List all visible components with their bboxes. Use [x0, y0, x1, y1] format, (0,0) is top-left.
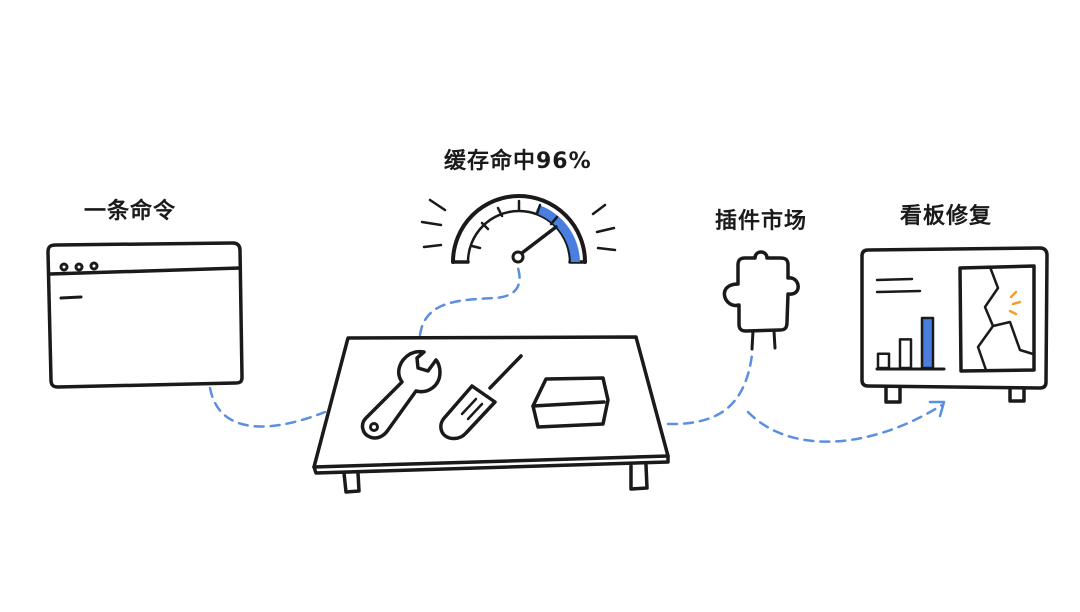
dashboard-monitor-icon — [860, 246, 1049, 404]
plugin-icon — [722, 250, 800, 351]
dashboard-bar-chart — [876, 316, 935, 370]
connector-terminal-to-bench — [208, 386, 327, 428]
label-command: 一条命令 — [84, 199, 177, 224]
connectors — [208, 266, 946, 443]
screwdriver-icon — [439, 354, 523, 441]
label-dashboard-fix: 看板修复 — [900, 204, 993, 229]
label-cache-hit: 缓存命中96% — [444, 149, 592, 174]
label-plugin-market: 插件市场 — [715, 209, 808, 234]
gauge-fill — [535, 205, 580, 262]
dashboard-bar — [898, 338, 913, 370]
wrench-icon — [360, 349, 442, 440]
connector-gauge-to-bench — [418, 266, 521, 337]
dashboard-bar — [920, 316, 935, 370]
gauge-sparkle-lines — [420, 198, 617, 252]
terminal-window-icon — [46, 241, 244, 389]
gauge-needle — [516, 225, 558, 258]
screen-crack — [976, 265, 1035, 372]
dashboard-bar — [876, 352, 891, 370]
block-icon — [531, 376, 610, 429]
workbench-table — [312, 335, 670, 494]
connector-bench-to-dashboard — [746, 403, 944, 443]
spark-icon — [1008, 290, 1022, 316]
connector-plugin-to-bench — [666, 353, 754, 426]
arrowhead-icon — [928, 400, 946, 418]
gauge-icon — [420, 194, 617, 264]
